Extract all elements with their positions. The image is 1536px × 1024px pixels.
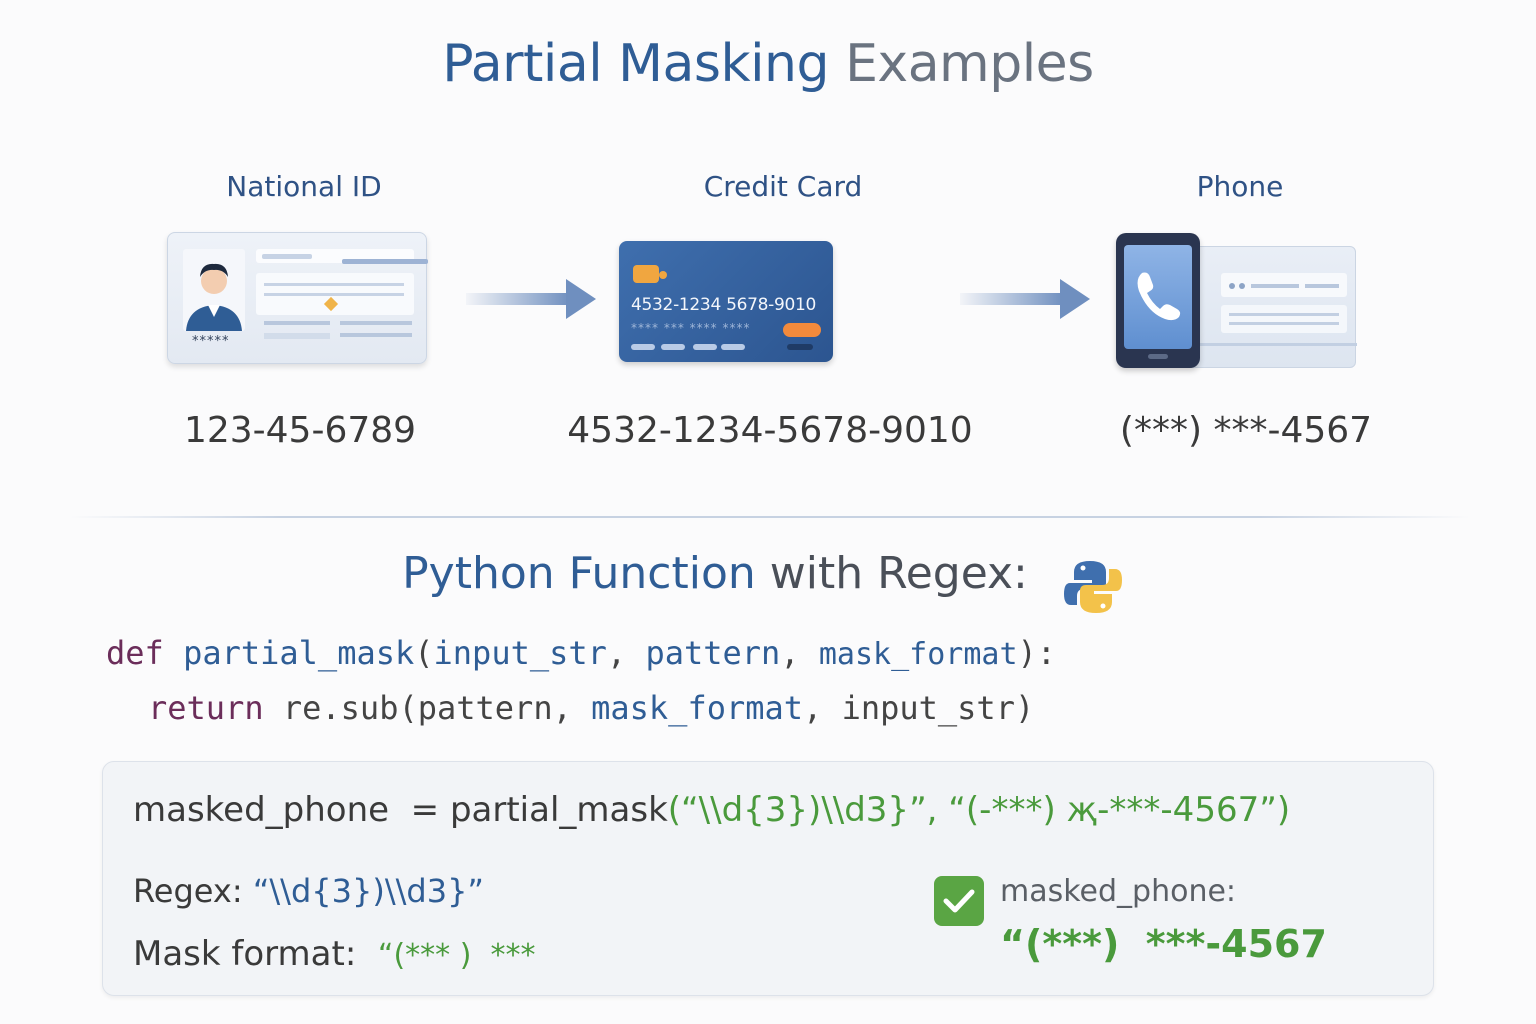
- mask-row: Mask format: “(*** ) ***: [133, 934, 535, 974]
- id-masked-text: *****: [192, 334, 230, 349]
- page-title: Partial Masking Examples: [0, 34, 1536, 94]
- python-logo-icon: [1064, 561, 1122, 613]
- section-divider: [70, 516, 1470, 518]
- card-stars-text: **** *** **** ****: [631, 321, 751, 335]
- credit-card-illustration: 4532-1234 5678-9010 **** *** **** ****: [619, 241, 833, 362]
- title-part2: Examples: [845, 34, 1094, 94]
- phone-handset-icon: [1137, 272, 1181, 321]
- section-title-part1: Python Function: [402, 548, 756, 599]
- example-panel: masked_phone = partial_mask(“\\d{3})\\d3…: [102, 761, 1434, 996]
- arrow-right-icon: [1060, 279, 1090, 319]
- arrow-shaft-1: [466, 293, 570, 305]
- result-value: “(***) ***-4567: [1000, 922, 1327, 966]
- section-title-part2: with Regex:: [769, 548, 1028, 599]
- mask-label: Mask format:: [133, 934, 357, 974]
- arrow-shaft-2: [960, 293, 1064, 305]
- mask-value: “(*** ) ***: [377, 938, 536, 973]
- code-line-def: def partial_mask(input_str, pattern, mas…: [106, 634, 1057, 672]
- card-badge: [783, 323, 821, 337]
- section-title: Python Function with Regex:: [0, 548, 1430, 599]
- credit-card-label: Credit Card: [703, 170, 863, 203]
- return-keyword: return: [148, 689, 264, 727]
- check-icon: [934, 876, 984, 926]
- phone-value: (***) ***-4567: [1119, 410, 1373, 451]
- function-name: partial_mask: [183, 634, 415, 672]
- example-call: masked_phone = partial_mask(“\\d{3})\\d3…: [133, 790, 1291, 830]
- result-label: masked_phone:: [1000, 874, 1237, 909]
- phone-device-illustration: [1116, 233, 1200, 368]
- regex-row: Regex: “\\d{3})\\d3}”: [133, 872, 484, 910]
- national-id-value: 123-45-6789: [183, 410, 417, 451]
- phone-label: Phone: [1196, 170, 1284, 203]
- person-icon: [186, 263, 242, 331]
- credit-card-value: 4532-1234-5678-9010: [567, 410, 973, 451]
- def-keyword: def: [106, 634, 164, 672]
- id-card-illustration: *****: [167, 232, 428, 364]
- arrow-right-icon: [566, 279, 596, 319]
- card-number-text: 4532-1234 5678-9010: [631, 295, 817, 315]
- regex-label: Regex:: [133, 872, 243, 910]
- regex-value: “\\d{3})\\d3}”: [252, 872, 484, 910]
- title-part1: Partial Masking: [442, 34, 830, 94]
- phone-document-illustration: [1188, 246, 1357, 368]
- chip-icon: [633, 265, 659, 283]
- example-call-args: (“\\d{3})\\d3}”, “(-***) җ-***-4567”): [667, 790, 1291, 830]
- national-id-label: National ID: [226, 170, 382, 203]
- code-line-return: return re.sub(pattern, mask_format, inpu…: [148, 689, 1035, 727]
